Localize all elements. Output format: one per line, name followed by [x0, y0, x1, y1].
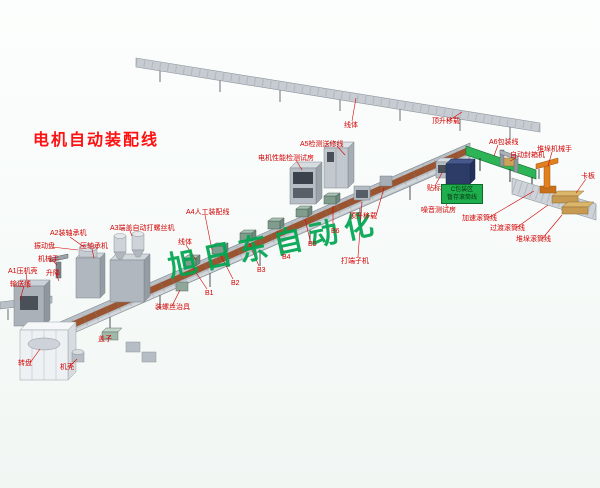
- case-sealer: [499, 149, 519, 173]
- pallets: [551, 190, 595, 215]
- packing-zone-line2: 暂存滚筒线: [446, 195, 477, 202]
- label-b3: B3: [257, 267, 266, 274]
- spare-box-1: [125, 341, 141, 353]
- label-bearing-press: 压轴承机: [80, 243, 108, 250]
- label-b4: B4: [282, 254, 291, 261]
- label-palletizer-robot: 堆垛机械手: [537, 146, 572, 153]
- page-title: 电机自动装配线: [33, 132, 160, 149]
- packing-zone-line1: C包装区: [450, 187, 474, 193]
- label-noise-test-room: 噪音测试房: [421, 207, 456, 214]
- robot-hand-body: [49, 253, 69, 279]
- overhead-conveyor: [135, 57, 541, 139]
- label-lift-transfer-right: 顶升移载: [432, 118, 460, 125]
- label-lift: 升降: [46, 270, 60, 277]
- label-motor-casing: 机壳: [60, 364, 74, 371]
- repair-line-cabinet: [323, 141, 355, 189]
- a2-machine-body: [75, 244, 106, 299]
- packing-belt: [465, 145, 537, 190]
- a3-machine-body: [109, 231, 151, 303]
- label-turntable: 转盘: [18, 360, 32, 367]
- label-labeler: 贴标机: [427, 185, 448, 192]
- label-a3-machine: A3端盖自动打螺丝机: [110, 225, 175, 232]
- label-b6: B6: [331, 228, 340, 235]
- label-a6-packing: A6包装线: [489, 139, 519, 146]
- spare-box-2: [141, 351, 157, 363]
- screw-fixture-body: [175, 281, 189, 292]
- label-screw-fixture: 装螺丝治具: [155, 304, 190, 311]
- label-stack-roller: 堆垛滚筒线: [516, 236, 551, 243]
- label-transition-roller: 过渡滚筒线: [490, 225, 525, 232]
- lift-transfer-device: [379, 175, 393, 187]
- label-a5-line: A5检测送修线: [300, 141, 344, 148]
- label-infeed-conveyor: 输送线: [10, 281, 31, 288]
- label-line-body-lower: 线体: [178, 239, 192, 246]
- tray-bins: [183, 192, 341, 267]
- label-b5: B5: [308, 241, 317, 248]
- label-b2: B2: [231, 280, 240, 287]
- label-line-body-upper: 线体: [344, 122, 358, 129]
- palletizer-robot-body: [535, 157, 559, 194]
- label-accel-roller: 加速滚筒线: [462, 215, 497, 222]
- label-a4-line: A4人工装配线: [186, 209, 230, 216]
- label-motor-test-room: 电机性能检测试房: [258, 155, 314, 162]
- label-terminal-machine: 打端子机: [341, 258, 369, 265]
- label-b1: B1: [205, 290, 214, 297]
- packing-zone-note: C包装区 暂存滚筒线: [441, 184, 483, 205]
- label-robot-hand: 机械手: [38, 256, 59, 263]
- noise-test-room-body: [445, 158, 476, 185]
- label-vibration-feeder: 振动盘: [34, 243, 55, 250]
- terminal-machine-body: [353, 185, 371, 201]
- label-cover: 盖子: [98, 336, 112, 343]
- label-a1-press: A1压机壳: [8, 268, 38, 275]
- a1-press-body: [13, 279, 51, 327]
- turntable-enclosure: [19, 321, 77, 381]
- label-a2-machine: A2装轴承机: [50, 230, 87, 237]
- motor-casing-part: [71, 349, 85, 363]
- label-auto-sealer: 自动封箱机: [510, 152, 545, 159]
- label-lift-transfer-mid: 顶升移载: [349, 213, 377, 220]
- motor-test-cabinet: [289, 161, 323, 205]
- label-pallet: 卡板: [581, 173, 595, 180]
